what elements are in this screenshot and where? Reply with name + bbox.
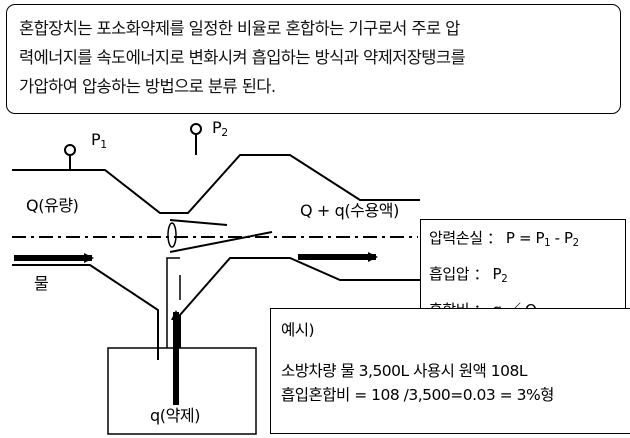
- example-title: 예시): [281, 321, 315, 339]
- p1-gauge: [64, 144, 76, 156]
- example-box: 예시) 소방차량 물 3,500L 사용시 원액 108L 흡입혼합비 = 10…: [270, 308, 630, 434]
- info-box: 압력손실 ： P = P1 - P2 흡입압 ： P2 혼합비 ： q ／ Q: [420, 219, 626, 319]
- flow-rate-label: Q(유량): [26, 196, 79, 215]
- intro-line-1: 혼합장치는 포소화약제를 일정한 비율로 혼합하는 기구로서 주로 압: [19, 19, 460, 38]
- water-label: 물: [34, 274, 49, 293]
- p1-label: P1: [91, 130, 107, 151]
- upper-nozzle-lip: [169, 219, 228, 226]
- suction-pressure-line: 흡입압 ： P2: [429, 265, 508, 285]
- intro-line-2: 력에너지를 속도에너지로 변화시켜 흡입하는 방식과 약제저장탱크를: [19, 48, 466, 67]
- example-line-2: 흡입혼합비 = 108 /3,500=0.03 = 3%형: [281, 386, 554, 404]
- upper-pipe-wall: [12, 154, 420, 214]
- mixed-solution-label: Q + q(수용액): [300, 201, 399, 220]
- nozzle-tip: [167, 222, 177, 248]
- lower-pipe-wall-right: [179, 257, 420, 430]
- intro-line-3: 가압하여 압송하는 방법으로 분류 된다.: [19, 77, 276, 96]
- example-line-1: 소방차량 물 3,500L 사용시 원액 108L: [281, 362, 527, 380]
- lower-nozzle-lip: [169, 231, 273, 253]
- agent-label: q(약제): [150, 406, 201, 425]
- p2-gauge: [190, 123, 202, 135]
- agent-tank: [107, 347, 257, 435]
- pressure-loss-line: 압력손실 ： P = P1 - P2: [429, 229, 579, 249]
- intro-box: 혼합장치는 포소화약제를 일정한 비율로 혼합하는 기구로서 주로 압 력에너지…: [6, 4, 621, 114]
- p2-label: P2: [212, 118, 228, 139]
